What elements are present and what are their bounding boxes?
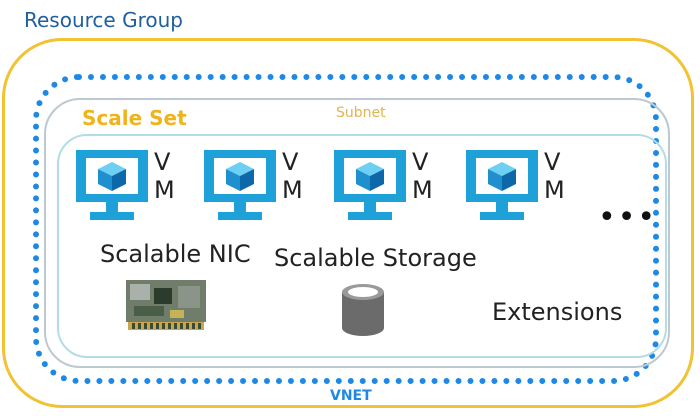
scalable-nic-label: Scalable NIC [100, 240, 251, 268]
vm-label: V M [282, 148, 303, 204]
vm-monitor-icon [76, 150, 148, 220]
vm-label: V M [544, 148, 565, 204]
vm-label-bottom: M [544, 176, 565, 204]
vm-label-top: V [154, 148, 171, 176]
scalable-storage-label: Scalable Storage [274, 244, 477, 272]
vm-monitor-icon [334, 150, 406, 220]
vm-label: V M [412, 148, 433, 204]
vm-label-bottom: M [154, 176, 175, 204]
resource-group-boundary [2, 38, 694, 408]
extensions-label: Extensions [492, 298, 623, 326]
vm-node: V M [330, 148, 433, 230]
vnet-boundary [33, 74, 659, 384]
vm-node: V M [462, 148, 565, 230]
storage-cylinder-icon [342, 284, 384, 336]
vm-label: V M [154, 148, 175, 204]
subnet-label: Subnet [336, 105, 386, 121]
scale-set-boundary [57, 134, 667, 358]
more-vms-ellipsis: ••• [598, 200, 658, 235]
subnet-boundary [44, 98, 670, 368]
vm-label-top: V [544, 148, 561, 176]
vm-node: V M [200, 148, 303, 230]
vm-label-bottom: M [412, 176, 433, 204]
scale-set-label: Scale Set [82, 106, 187, 130]
vm-label-top: V [412, 148, 429, 176]
vm-monitor-icon [204, 150, 276, 220]
vm-label-bottom: M [282, 176, 303, 204]
vm-node: V M [72, 148, 175, 230]
vnet-label: VNET [330, 388, 372, 404]
network-card-icon [126, 280, 206, 330]
resource-group-title: Resource Group [24, 8, 183, 32]
vm-monitor-icon [466, 150, 538, 220]
vm-label-top: V [282, 148, 299, 176]
